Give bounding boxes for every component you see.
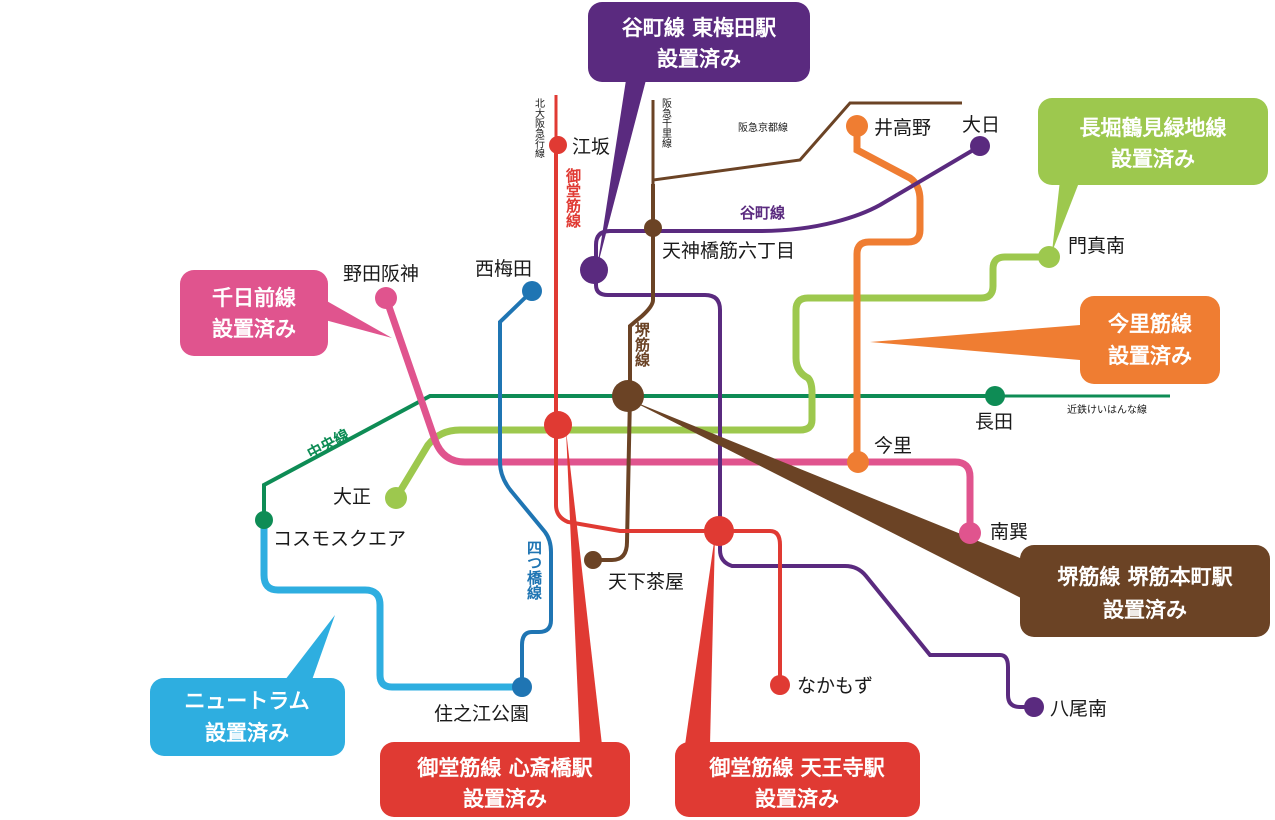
station-cosmosquare[interactable] [255,511,273,529]
callout-shinsaibashi: 御堂筋線 心斎橋駅 設置済み [380,742,630,817]
sennichimae-callout-pointer [325,300,392,338]
station-taisho[interactable] [385,487,407,509]
callout-nagahori-status: 設置済み [1111,147,1195,171]
yotsubashi-line [498,289,553,687]
label-cosmosquare: コスモスクエア [273,528,406,550]
label-hankyu-kyoto: 阪急京都線 [738,121,788,134]
callout-imazato-title: 今里筋線 [1108,312,1192,336]
tanimachi-callout-pointer [597,80,646,268]
callout-newtram: ニュートラム 設置済み [150,678,345,756]
label-chuo-line: 中央線 [304,426,352,463]
callout-sennichimae-title: 千日前線 [212,286,296,310]
midosuji-line [554,145,782,685]
callout-tanimachi-title: 谷町線 東梅田駅 [622,16,777,40]
nagahori-callout-pointer [1052,180,1080,252]
station-itakano[interactable] [846,115,868,137]
label-suminoe-koen: 住之江公園 [434,703,529,725]
callout-newtram-status: 設置済み [205,721,289,745]
callout-nagahori: 長堀鶴見緑地線 設置済み [1038,98,1268,185]
label-esaka: 江坂 [572,136,610,158]
label-nishi-umeda: 西梅田 [475,258,532,280]
label-noda-hanshin: 野田阪神 [343,263,419,285]
station-shinsaibashi[interactable] [544,411,572,439]
tennoji-callout-pointer [685,535,715,745]
label-kadoma-minami: 門真南 [1068,235,1125,257]
sakaisuji-line [593,184,655,562]
label-tanimachi-line: 谷町線 [740,204,785,222]
callout-shinsaibashi-title: 御堂筋線 心斎橋駅 [416,756,593,780]
station-esaka[interactable] [549,136,567,154]
callout-tanimachi-status: 設置済み [657,47,741,71]
callout-sakaisuji-title: 堺筋線 堺筋本町駅 [1057,565,1233,589]
nagahori-line [393,253,1049,500]
label-kintetsu-keihanna: 近鉄けいはんな線 [1067,403,1147,416]
imazatosuji-line [853,126,924,462]
imazato-callout-pointer [870,325,1080,360]
station-yao-minami[interactable] [1024,697,1044,717]
newtram-line [260,520,522,691]
station-suminoe-koen[interactable] [512,677,532,697]
label-tenjinbashi: 天神橋筋六丁目 [662,240,795,262]
label-nagata: 長田 [975,411,1013,433]
label-itakano: 井高野 [874,117,931,139]
label-yao-minami: 八尾南 [1050,698,1107,720]
label-imazato: 今里 [874,435,912,457]
callout-tennoji: 御堂筋線 天王寺駅 設置済み [675,742,920,817]
callout-imazato: 今里筋線 設置済み [1080,296,1220,384]
hankyu-kyoto-line [651,101,962,184]
station-tennoji[interactable] [704,516,734,546]
station-imazato[interactable] [847,451,869,473]
newtram-callout-pointer [285,615,335,680]
label-minami-tatsumi: 南巽 [990,521,1028,543]
callout-sennichimae: 千日前線 設置済み [180,270,328,356]
station-nagata[interactable] [985,386,1005,406]
station-minami-tatsumi[interactable] [959,522,981,544]
chuo-line [262,394,995,520]
station-kadoma-minami[interactable] [1038,246,1060,268]
callout-nagahori-title: 長堀鶴見緑地線 [1080,116,1227,140]
callout-sakaisuji-status: 設置済み [1103,598,1187,622]
station-noda-hanshin[interactable] [375,287,397,309]
tanimachi-line [594,144,1034,709]
sakaisuji-callout-pointer [630,400,1025,600]
callout-shinsaibashi-status: 設置済み [463,787,547,811]
callout-sennichimae-status: 設置済み [212,317,296,341]
callout-tennoji-title: 御堂筋線 天王寺駅 [708,756,885,780]
label-kita-osaka-kyuko: 北大阪急行線 [533,98,545,158]
station-dainichi[interactable] [970,136,990,156]
station-higashi-umeda[interactable] [580,256,608,284]
label-tengachaya: 天下茶屋 [608,571,684,593]
label-hankyu-senri: 阪急千里線 [660,97,672,148]
label-midosuji-line: 御堂筋線 [564,167,582,229]
callout-sakaisuji: 堺筋線 堺筋本町駅 設置済み [1020,545,1270,637]
callout-newtram-title: ニュートラム [184,689,309,713]
station-sakaisuji-hommachi[interactable] [612,380,644,412]
station-tengachaya[interactable] [584,551,602,569]
label-taisho: 大正 [333,486,371,508]
label-nakamozu: なかもず [797,675,873,697]
shinsaibashi-callout-pointer [566,430,602,745]
station-nishi-umeda[interactable] [522,281,542,301]
station-nakamozu[interactable] [770,675,790,695]
station-tenjinbashi[interactable] [644,219,662,237]
callout-tennoji-status: 設置済み [755,787,839,811]
label-yotsubashi-line: 四つ橋線 [525,540,543,601]
sennichimae-line [382,296,974,533]
callout-tanimachi: 谷町線 東梅田駅 設置済み [588,2,810,82]
label-dainichi: 大日 [962,114,1000,136]
callout-imazato-status: 設置済み [1108,344,1192,368]
label-sakaisuji-line: 堺筋線 [633,321,651,368]
